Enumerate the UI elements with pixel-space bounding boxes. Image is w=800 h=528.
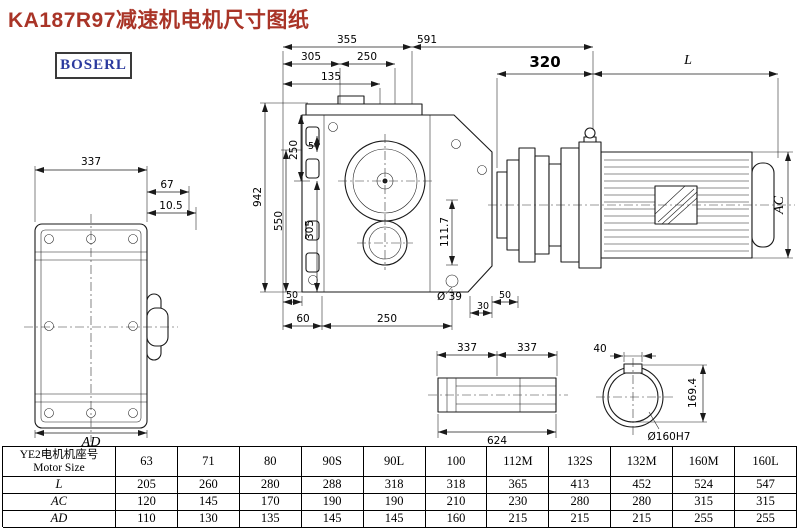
dim-text: 50 bbox=[499, 290, 511, 301]
table-cell: 170 bbox=[239, 494, 302, 511]
technical-drawing: 337 67 10.5 AD bbox=[24, 34, 795, 448]
table-cell: 260 bbox=[177, 477, 240, 494]
shaft-view: 337 337 624 bbox=[428, 342, 568, 447]
dim-text: 305 bbox=[304, 220, 316, 240]
dim-text: 550 bbox=[273, 211, 285, 231]
dim-text: 250 bbox=[377, 313, 397, 325]
table-header-size: 132S bbox=[549, 447, 612, 477]
table-cell: 255 bbox=[673, 511, 736, 528]
table-cell: 413 bbox=[549, 477, 612, 494]
table-row-label: L bbox=[3, 477, 116, 494]
table-cell: 315 bbox=[735, 494, 797, 511]
dim-text: 40 bbox=[593, 343, 606, 355]
table-cell: 160 bbox=[425, 511, 488, 528]
table-cell: 280 bbox=[549, 494, 612, 511]
page-title: KA187R97减速机电机尺寸图纸 bbox=[8, 9, 310, 32]
table-cell: 215 bbox=[611, 511, 674, 528]
dim-text: 111.7 bbox=[439, 217, 451, 247]
dim-text: 337 bbox=[81, 156, 101, 168]
main-view: 355 591 305 250 135 942 550 250 5 305 bbox=[252, 34, 594, 330]
dim-text: 250 bbox=[357, 51, 377, 63]
table-header-size: 90S bbox=[301, 447, 364, 477]
table-cell: 280 bbox=[611, 494, 674, 511]
dim-text: L bbox=[683, 53, 692, 68]
table-header-size: 160L bbox=[735, 447, 797, 477]
table-cell: 315 bbox=[673, 494, 736, 511]
dim-text: 10.5 bbox=[159, 200, 182, 212]
dim-text: 169.4 bbox=[687, 378, 699, 408]
table-cell: 145 bbox=[301, 511, 364, 528]
table-header-size: 100 bbox=[425, 447, 488, 477]
dim-text: 30 bbox=[477, 301, 489, 312]
table-cell: 318 bbox=[425, 477, 488, 494]
dim-text: 67 bbox=[160, 179, 173, 191]
table-cell: 288 bbox=[301, 477, 364, 494]
table-cell: 452 bbox=[611, 477, 674, 494]
table-header-size: 80 bbox=[239, 447, 302, 477]
table-cell: 145 bbox=[363, 511, 426, 528]
table-header-size: 160M bbox=[673, 447, 736, 477]
dim-text: 337 bbox=[457, 342, 477, 354]
table-cell: 190 bbox=[363, 494, 426, 511]
dim-text: Ø160H7 bbox=[648, 431, 691, 443]
logo-box: BOSERL bbox=[55, 52, 132, 79]
table-header-size: 71 bbox=[177, 447, 240, 477]
table-cell: 110 bbox=[116, 511, 178, 528]
front-view: 337 67 10.5 AD bbox=[24, 156, 197, 448]
table-cell: 130 bbox=[177, 511, 240, 528]
dim-text: 337 bbox=[517, 342, 537, 354]
dim-text: AC bbox=[772, 195, 787, 215]
table-cell: 190 bbox=[301, 494, 364, 511]
dim-text: 135 bbox=[321, 71, 341, 83]
logo-text: BOSERL bbox=[60, 57, 127, 73]
table-cell: 255 bbox=[735, 511, 797, 528]
table-header-size: 90L bbox=[363, 447, 426, 477]
table-cell: 215 bbox=[549, 511, 612, 528]
table-cell: 205 bbox=[116, 477, 178, 494]
table-cell: 280 bbox=[239, 477, 302, 494]
table-row-label: AD bbox=[3, 511, 116, 528]
table-cell: 547 bbox=[735, 477, 797, 494]
dim-text: 942 bbox=[252, 187, 264, 207]
table-cell: 215 bbox=[487, 511, 550, 528]
table-header-size: 63 bbox=[116, 447, 178, 477]
dim-text: 60 bbox=[296, 313, 309, 325]
dim-text: 5 bbox=[308, 141, 314, 152]
dim-text: 50 bbox=[286, 290, 298, 301]
dim-text: 250 bbox=[288, 140, 300, 160]
table-cell: 145 bbox=[177, 494, 240, 511]
dim-text: Ø 39 bbox=[437, 291, 462, 303]
dim-text: 591 bbox=[417, 34, 437, 46]
table-cell: 120 bbox=[116, 494, 178, 511]
motor-view: 320 L AC bbox=[488, 53, 795, 269]
table-cell: 318 bbox=[363, 477, 426, 494]
dim-text: AD bbox=[81, 435, 101, 448]
bore-view: 40 169.4 Ø160H7 bbox=[593, 343, 707, 443]
dim-text: 624 bbox=[487, 435, 507, 447]
motor-size-label-en: Motor Size bbox=[33, 461, 85, 474]
table-header-size: 112M bbox=[487, 447, 550, 477]
table-cell: 365 bbox=[487, 477, 550, 494]
table-row-label: AC bbox=[3, 494, 116, 511]
dim-text: 355 bbox=[337, 34, 357, 46]
table-cell: 230 bbox=[487, 494, 550, 511]
dim-text: 305 bbox=[301, 51, 321, 63]
table-cell: 524 bbox=[673, 477, 736, 494]
table-cell: 135 bbox=[239, 511, 302, 528]
table-cell: 210 bbox=[425, 494, 488, 511]
motor-size-label-cn: YE2电机机座号 bbox=[19, 449, 99, 462]
table-header-size: 132M bbox=[611, 447, 674, 477]
dim-text: 320 bbox=[529, 53, 560, 71]
